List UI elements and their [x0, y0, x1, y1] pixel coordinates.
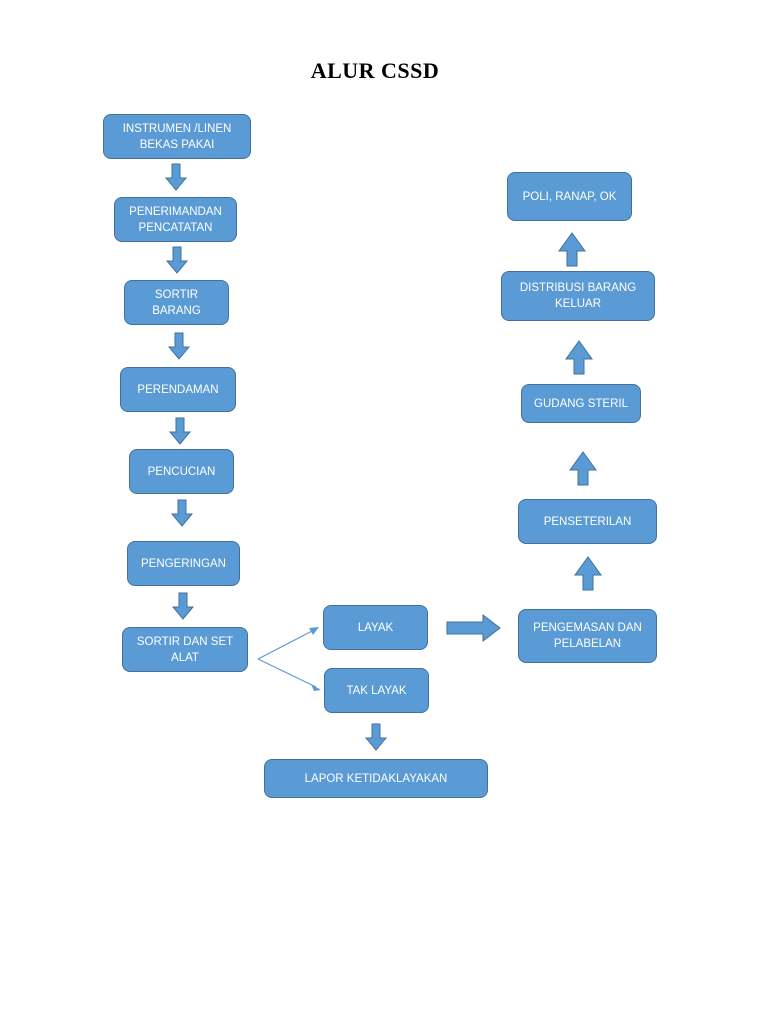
node-label: DISTRIBUSI BARANG KELUAR [519, 282, 637, 310]
node-tak-layak: TAK LAYAK [324, 668, 429, 713]
up-arrow-icon [569, 451, 597, 486]
up-arrow-icon [558, 232, 586, 267]
node-sortir-set: SORTIR DAN SET ALAT [122, 627, 248, 672]
node-pencucian: PENCUCIAN [129, 449, 234, 494]
down-arrow-icon [170, 499, 194, 527]
up-arrow-icon [574, 556, 602, 591]
node-label: GUDANG STERIL [534, 397, 628, 410]
node-perendaman: PERENDAMAN [120, 367, 236, 412]
split-line-layak [257, 629, 315, 660]
node-label: SORTIR BARANG [152, 288, 201, 317]
node-distribusi: DISTRIBUSI BARANG KELUAR [501, 271, 655, 321]
down-arrow-icon [364, 723, 388, 751]
down-arrow-icon [164, 163, 188, 191]
node-instrumen: INSTRUMEN /LINEN BEKAS PAKAI [103, 114, 251, 159]
page-title: ALUR CSSD [310, 58, 440, 83]
split-line-tak-layak [257, 658, 317, 688]
node-poli: POLI, RANAP, OK [507, 172, 632, 221]
node-label: PERENDAMAN [137, 383, 219, 396]
down-arrow-icon [167, 332, 191, 360]
node-gudang: GUDANG STERIL [521, 384, 641, 423]
node-penerimaan: PENERIMANDAN PENCATATAN [114, 197, 237, 242]
node-label: PENERIMANDAN PENCATATAN [129, 205, 222, 234]
node-label: PENCUCIAN [147, 465, 216, 478]
arrowhead-icon [309, 627, 319, 635]
node-label: PENGEMASAN DAN PELABELAN [533, 622, 642, 650]
node-pengeringan: PENGERINGAN [127, 541, 240, 586]
node-label: LAPOR KETIDAKLAYAKAN [304, 772, 448, 785]
node-label: PENSETERILAN [543, 515, 632, 528]
up-arrow-icon [565, 340, 593, 375]
node-pengemasan: PENGEMASAN DAN PELABELAN [518, 609, 657, 663]
node-label: POLI, RANAP, OK [522, 190, 617, 203]
node-label: LAYAK [357, 621, 394, 634]
node-sortir-barang: SORTIR BARANG [124, 280, 229, 325]
node-label: PENGERINGAN [141, 557, 226, 570]
right-arrow-icon [446, 613, 501, 643]
down-arrow-icon [165, 246, 189, 274]
down-arrow-icon [168, 417, 192, 445]
node-label: INSTRUMEN /LINEN BEKAS PAKAI [122, 122, 232, 151]
down-arrow-icon [171, 592, 195, 620]
arrowhead-icon [311, 684, 321, 691]
node-lapor: LAPOR KETIDAKLAYAKAN [264, 759, 488, 798]
node-label: TAK LAYAK [346, 684, 407, 697]
node-layak: LAYAK [323, 605, 428, 650]
node-penseterilan: PENSETERILAN [518, 499, 657, 544]
node-label: SORTIR DAN SET ALAT [136, 635, 234, 664]
